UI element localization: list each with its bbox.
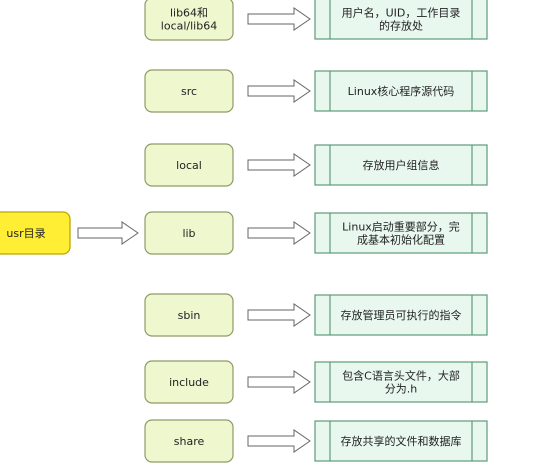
usr-root-node — [0, 211, 71, 255]
description-label-line-1: 的存放处 — [379, 19, 423, 33]
folder-node — [144, 143, 234, 187]
folder-node — [144, 419, 234, 463]
directory-row: local 存放用户组信息 — [144, 143, 488, 187]
description-box — [314, 361, 488, 403]
description-label-line-0: Linux核心程序源代码 — [348, 84, 455, 98]
description-label-line-0: 包含C语言头文件，大部 — [342, 369, 460, 383]
folder-node — [144, 293, 234, 337]
folder-to-description-arrow — [247, 7, 311, 31]
description-label-line-1: 分为.h — [385, 383, 417, 396]
description-box — [314, 420, 488, 462]
folder-label-line-0: share — [174, 435, 205, 448]
description-box — [314, 294, 488, 336]
directory-row: sbin 存放管理员可执行的指令 — [144, 293, 488, 337]
directory-row: src Linux核心程序源代码 — [144, 69, 488, 113]
folder-label-line-0: src — [181, 85, 197, 98]
folder-label-line-0: include — [169, 376, 209, 389]
usr-root-label: usr目录 — [6, 227, 45, 240]
description-label-line-0: 存放用户组信息 — [363, 158, 440, 172]
folder-node — [144, 211, 234, 255]
directory-row: share 存放共享的文件和数据库 — [144, 419, 488, 463]
description-label-line-1: 成基本初始化配置 — [357, 233, 445, 247]
folder-label-line-1: local/lib64 — [161, 20, 217, 33]
description-label-line-0: 存放共享的文件和数据库 — [341, 434, 462, 448]
folder-node — [144, 0, 234, 41]
folder-label-line-0: sbin — [178, 309, 201, 322]
description-label-line-0: 用户名，UID，工作目录 — [342, 6, 461, 20]
folder-to-description-arrow — [247, 153, 311, 177]
folder-to-description-arrow — [247, 429, 311, 453]
description-label-line-0: 存放管理员可执行的指令 — [341, 308, 462, 322]
description-label-line-0: Linux启动重要部分，完 — [342, 220, 460, 234]
folder-to-description-arrow — [247, 79, 311, 103]
description-box — [314, 212, 488, 254]
description-box — [314, 144, 488, 186]
folder-node — [144, 69, 234, 113]
folder-node — [144, 360, 234, 404]
description-box — [314, 70, 488, 112]
folder-label-line-0: local — [176, 159, 202, 172]
folder-to-description-arrow — [247, 370, 311, 394]
description-box — [314, 0, 488, 40]
folder-label-line-0: lib — [182, 227, 195, 240]
folder-to-description-arrow — [247, 303, 311, 327]
root-to-lib-arrow — [77, 221, 139, 245]
folder-label-line-0: lib64和 — [170, 7, 208, 20]
root-layer: usr目录 — [0, 211, 139, 255]
folder-to-description-arrow — [247, 221, 311, 245]
